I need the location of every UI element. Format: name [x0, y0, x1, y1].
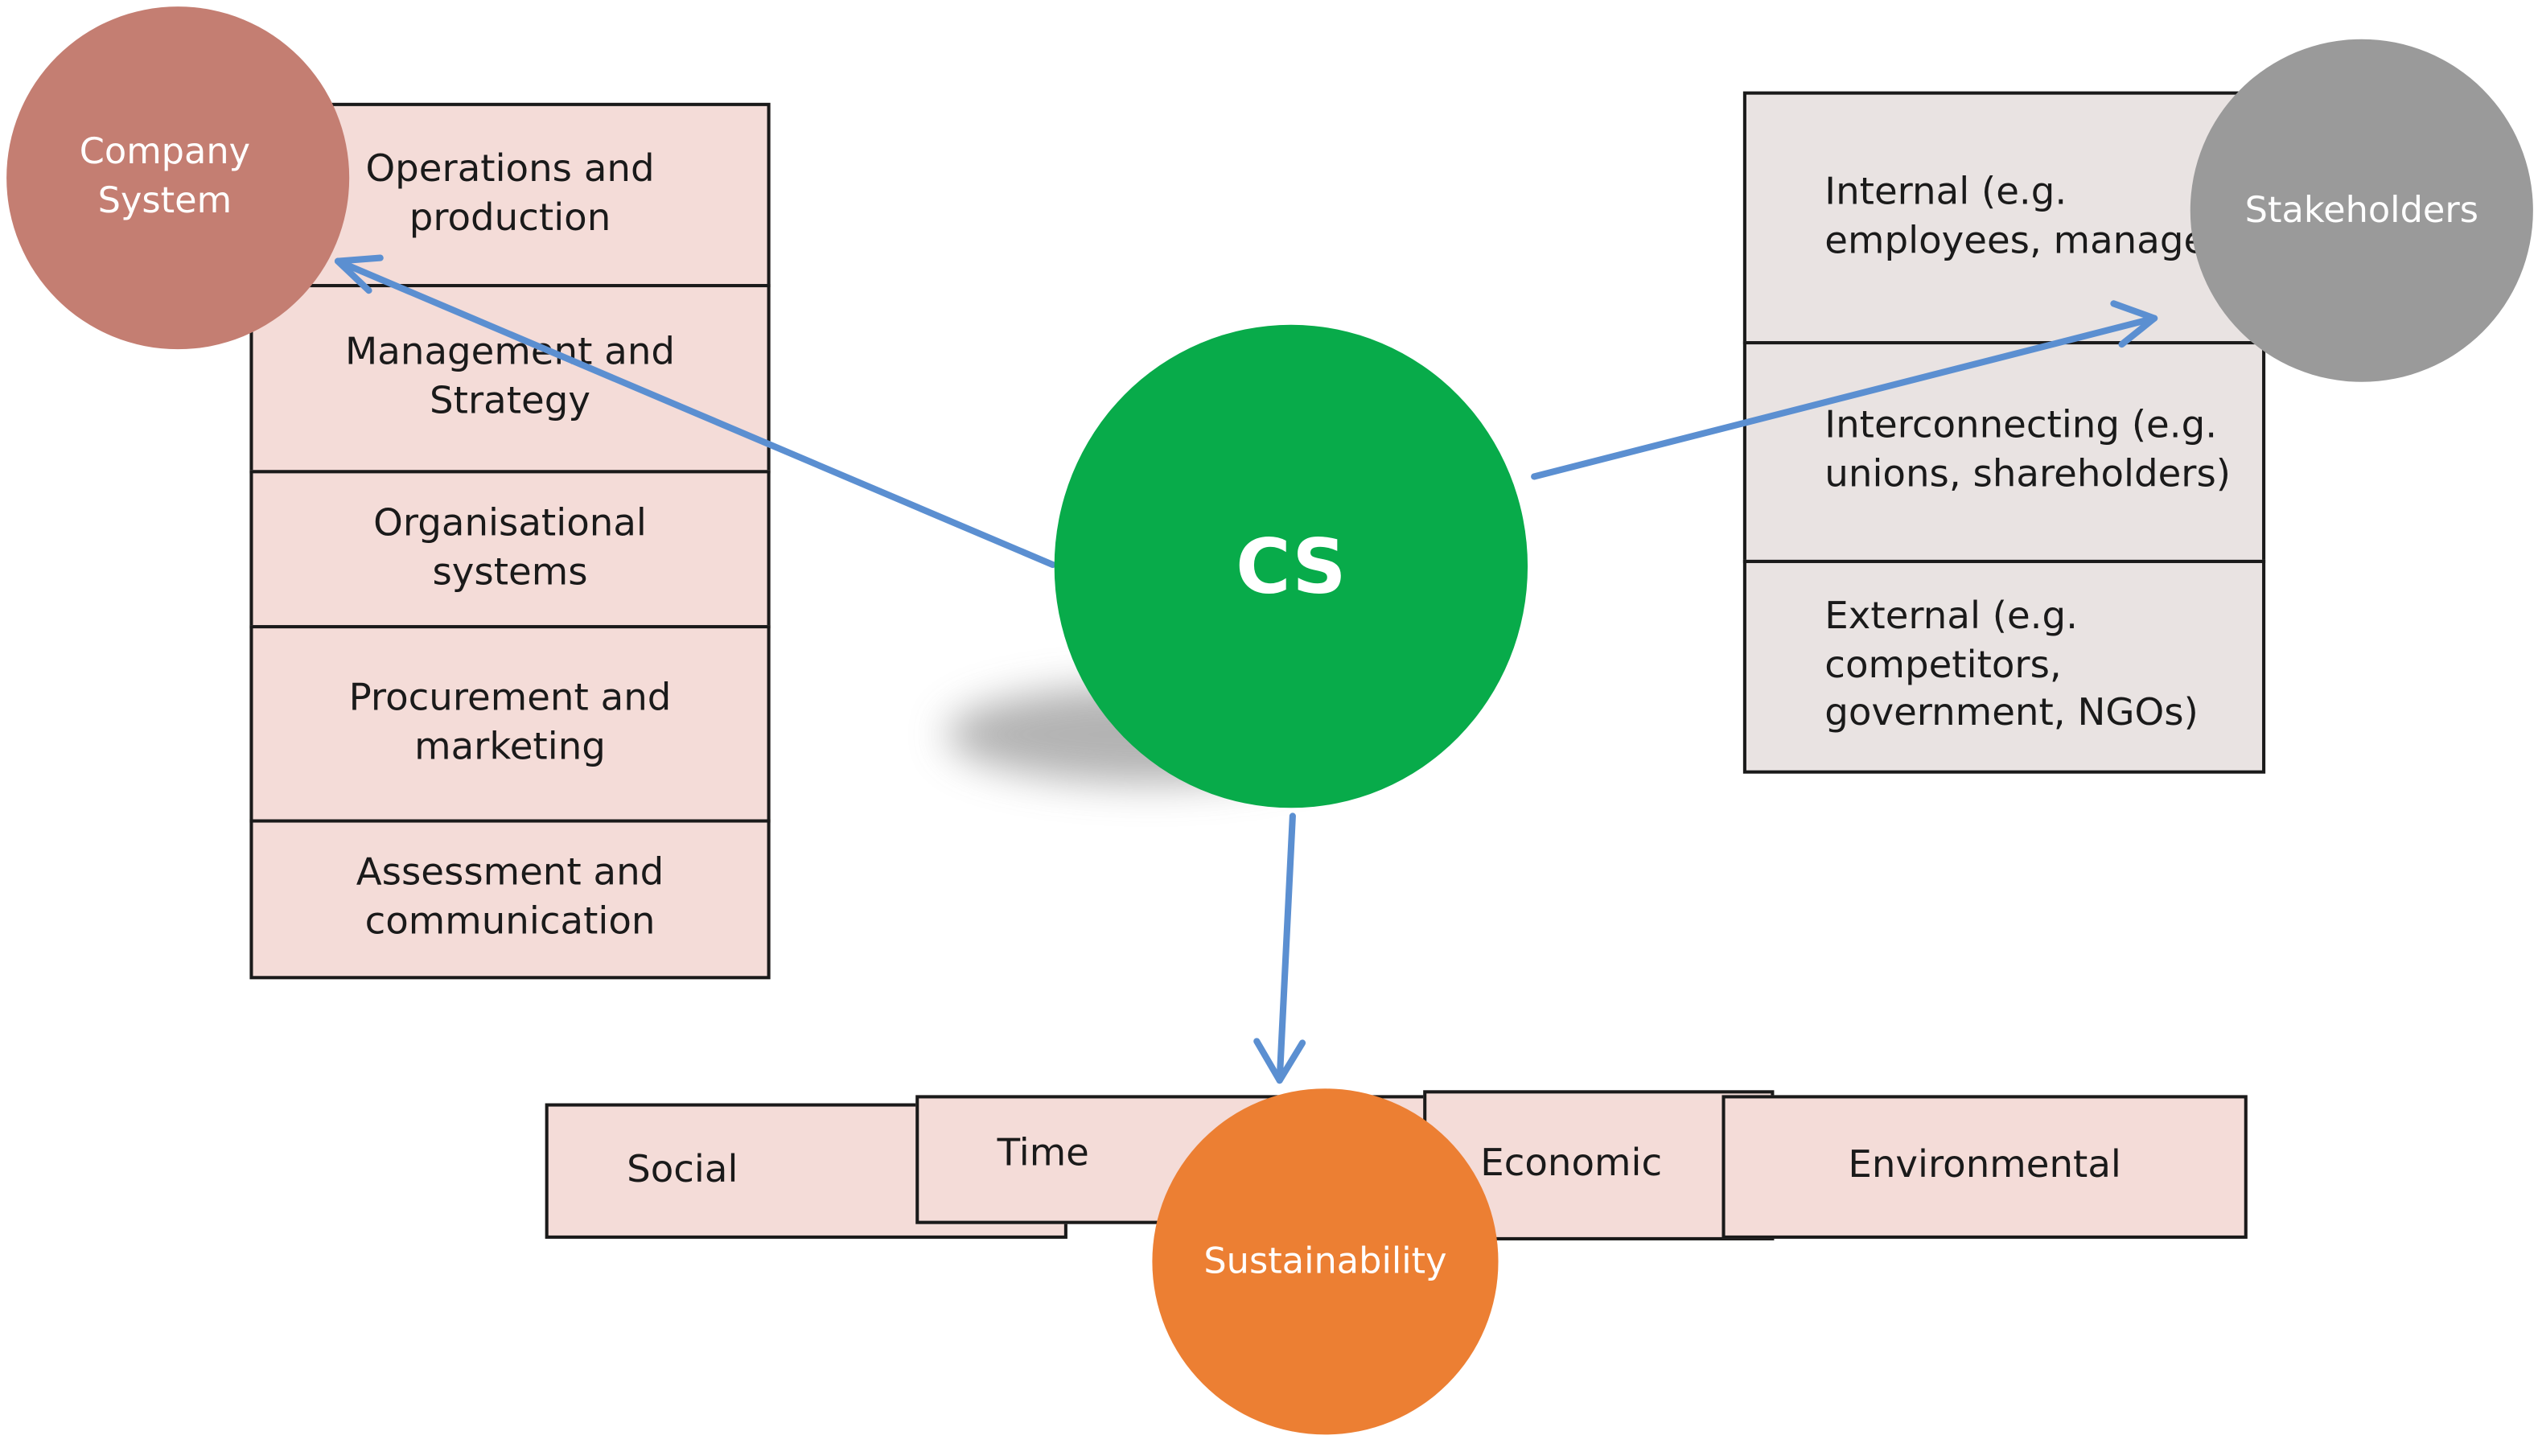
arrow-to-sustainability	[1276, 812, 1296, 1084]
sustainability-circle: Sustainability	[1152, 1088, 1499, 1435]
company-item-management: Management and Strategy	[249, 284, 771, 474]
arrowhead-company	[334, 254, 384, 294]
company-system-circle: Company System	[6, 6, 350, 350]
sustainability-label: Sustainability	[1203, 1240, 1447, 1282]
time-label: Time	[997, 1133, 1089, 1175]
sustainability-item-environmental: Environmental	[1721, 1095, 2248, 1239]
arrow-to-stakeholders	[1531, 315, 2158, 480]
cs-label: CS	[1236, 522, 1347, 611]
arrowhead-stakeholders	[2110, 300, 2158, 348]
stakeholder-item-external: External (e.g. competitors, government, …	[1742, 559, 2266, 774]
cs-circle: CS	[1054, 324, 1528, 808]
company-system-label: Company System	[79, 132, 251, 222]
stakeholders-label: Stakeholders	[2244, 190, 2478, 232]
arrow-to-company	[334, 257, 1056, 569]
stakeholders-circle: Stakeholders	[2190, 39, 2533, 382]
stakeholder-item-internal: Internal (e.g. employees, manage	[1742, 91, 2266, 345]
company-item-assessment: Assessment and communication	[249, 819, 771, 980]
economic-label: Economic	[1480, 1142, 1663, 1186]
arrowhead-sustainability	[1253, 1038, 1306, 1084]
stakeholder-item-interconnecting: Interconnecting (e.g. unions, shareholde…	[1742, 341, 2266, 563]
